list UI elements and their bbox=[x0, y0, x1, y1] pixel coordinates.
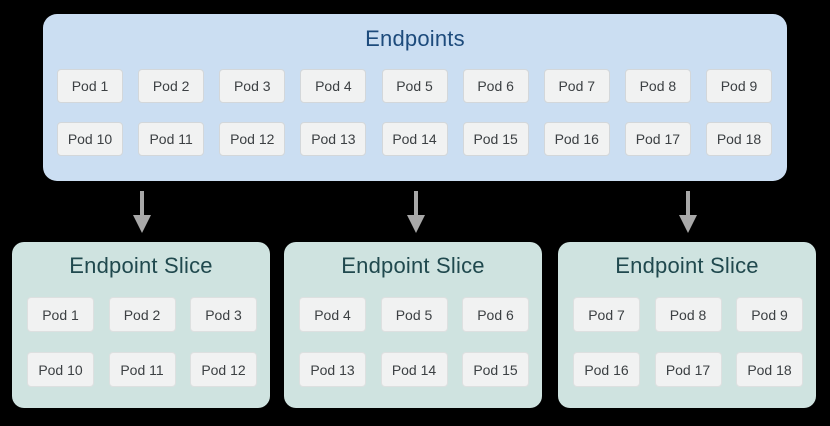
slice-pod-row-1: Pod 4 Pod 5 Pod 6 bbox=[299, 297, 529, 332]
pod-chip: Pod 17 bbox=[624, 122, 691, 156]
pod-chip: Pod 13 bbox=[299, 352, 366, 387]
pod-chip: Pod 5 bbox=[380, 297, 448, 332]
pod-chip: Pod 3 bbox=[219, 69, 286, 103]
pod-chip: Pod 7 bbox=[573, 297, 640, 332]
endpoints-pod-grid: Pod 1 Pod 2 Pod 3 Pod 4 Pod 5 Pod 6 Pod … bbox=[43, 69, 787, 156]
down-arrow-icon bbox=[679, 191, 697, 233]
slice-pod-row-2: Pod 13 Pod 14 Pod 15 bbox=[299, 352, 529, 387]
endpoint-slice-title: Endpoint Slice bbox=[69, 253, 213, 278]
pod-chip: Pod 11 bbox=[138, 122, 205, 156]
slice-pod-row-1: Pod 1 Pod 2 Pod 3 bbox=[27, 297, 257, 332]
pod-chip: Pod 15 bbox=[462, 352, 529, 387]
pod-chip: Pod 2 bbox=[138, 69, 205, 103]
pod-chip: Pod 8 bbox=[624, 69, 691, 103]
pod-chip: Pod 5 bbox=[381, 69, 448, 103]
pod-chip: Pod 8 bbox=[654, 297, 722, 332]
pod-chip: Pod 9 bbox=[706, 69, 772, 103]
slice-pod-row-2: Pod 10 Pod 11 Pod 12 bbox=[27, 352, 257, 387]
slice-pod-row-2: Pod 16 Pod 17 Pod 18 bbox=[573, 352, 803, 387]
endpoint-slice-box-1: Endpoint Slice Pod 1 Pod 2 Pod 3 Pod 10 … bbox=[12, 242, 270, 408]
slice-pod-grid: Pod 1 Pod 2 Pod 3 Pod 10 Pod 11 Pod 12 bbox=[12, 297, 270, 387]
arrow-head bbox=[133, 215, 151, 233]
pod-chip: Pod 18 bbox=[736, 352, 803, 387]
pod-chip: Pod 11 bbox=[108, 352, 176, 387]
endpoints-pod-row-2: Pod 10 Pod 11 Pod 12 Pod 13 Pod 14 Pod 1… bbox=[57, 122, 772, 156]
pod-chip: Pod 9 bbox=[736, 297, 803, 332]
pod-chip: Pod 16 bbox=[543, 122, 610, 156]
pod-chip: Pod 7 bbox=[543, 69, 610, 103]
pod-chip: Pod 12 bbox=[219, 122, 286, 156]
down-arrow-icon bbox=[407, 191, 425, 233]
endpoint-slice-title: Endpoint Slice bbox=[341, 253, 485, 278]
pod-chip: Pod 13 bbox=[300, 122, 367, 156]
pod-chip: Pod 6 bbox=[462, 69, 529, 103]
pod-chip: Pod 1 bbox=[57, 69, 123, 103]
pod-chip: Pod 6 bbox=[462, 297, 529, 332]
down-arrow-icon bbox=[133, 191, 151, 233]
slice-pod-grid: Pod 4 Pod 5 Pod 6 Pod 13 Pod 14 Pod 15 bbox=[284, 297, 542, 387]
pod-chip: Pod 17 bbox=[654, 352, 722, 387]
pod-chip: Pod 10 bbox=[57, 122, 123, 156]
arrow-stem bbox=[686, 191, 690, 215]
endpoint-slice-title: Endpoint Slice bbox=[615, 253, 759, 278]
pod-chip: Pod 3 bbox=[190, 297, 257, 332]
arrow-head bbox=[407, 215, 425, 233]
pod-chip: Pod 4 bbox=[300, 69, 367, 103]
pod-chip: Pod 16 bbox=[573, 352, 640, 387]
pod-chip: Pod 12 bbox=[190, 352, 257, 387]
endpoint-slice-box-2: Endpoint Slice Pod 4 Pod 5 Pod 6 Pod 13 … bbox=[284, 242, 542, 408]
arrow-stem bbox=[140, 191, 144, 215]
endpoint-slice-box-3: Endpoint Slice Pod 7 Pod 8 Pod 9 Pod 16 … bbox=[558, 242, 816, 408]
arrow-head bbox=[679, 215, 697, 233]
pod-chip: Pod 14 bbox=[381, 122, 448, 156]
endpoints-title: Endpoints bbox=[365, 26, 465, 51]
pod-chip: Pod 14 bbox=[380, 352, 448, 387]
pod-chip: Pod 2 bbox=[108, 297, 176, 332]
endpoints-pod-row-1: Pod 1 Pod 2 Pod 3 Pod 4 Pod 5 Pod 6 Pod … bbox=[57, 69, 772, 103]
pod-chip: Pod 4 bbox=[299, 297, 366, 332]
arrow-stem bbox=[414, 191, 418, 215]
slice-pod-grid: Pod 7 Pod 8 Pod 9 Pod 16 Pod 17 Pod 18 bbox=[558, 297, 816, 387]
pod-chip: Pod 18 bbox=[706, 122, 772, 156]
slice-pod-row-1: Pod 7 Pod 8 Pod 9 bbox=[573, 297, 803, 332]
pod-chip: Pod 10 bbox=[27, 352, 94, 387]
endpoints-box: Endpoints Pod 1 Pod 2 Pod 3 Pod 4 Pod 5 … bbox=[43, 14, 787, 181]
pod-chip: Pod 15 bbox=[462, 122, 529, 156]
pod-chip: Pod 1 bbox=[27, 297, 94, 332]
